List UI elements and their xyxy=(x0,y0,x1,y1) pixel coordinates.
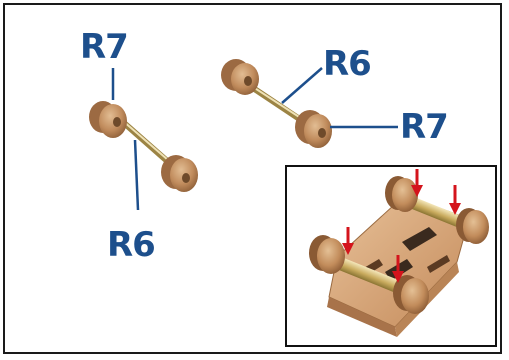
assembled-chassis-illustration xyxy=(287,167,495,345)
right-axle-top-wheel xyxy=(221,59,259,95)
right-axle-assembly xyxy=(221,59,398,148)
label-r6-bottom: R6 xyxy=(107,228,155,262)
label-r6-axle: R6 xyxy=(323,47,371,81)
left-axle-top-wheel xyxy=(89,101,127,138)
left-axle-bottom-wheel xyxy=(161,155,198,192)
label-r7-top-left: R7 xyxy=(80,30,128,64)
leader-line xyxy=(282,68,322,103)
right-axle-bottom-wheel xyxy=(295,110,332,148)
down-arrow-icon xyxy=(449,185,461,215)
assembly-inset-photo xyxy=(285,165,497,347)
left-axle-assembly xyxy=(89,68,198,210)
leader-line xyxy=(135,140,138,210)
label-r7-wheel: R7 xyxy=(400,110,448,144)
